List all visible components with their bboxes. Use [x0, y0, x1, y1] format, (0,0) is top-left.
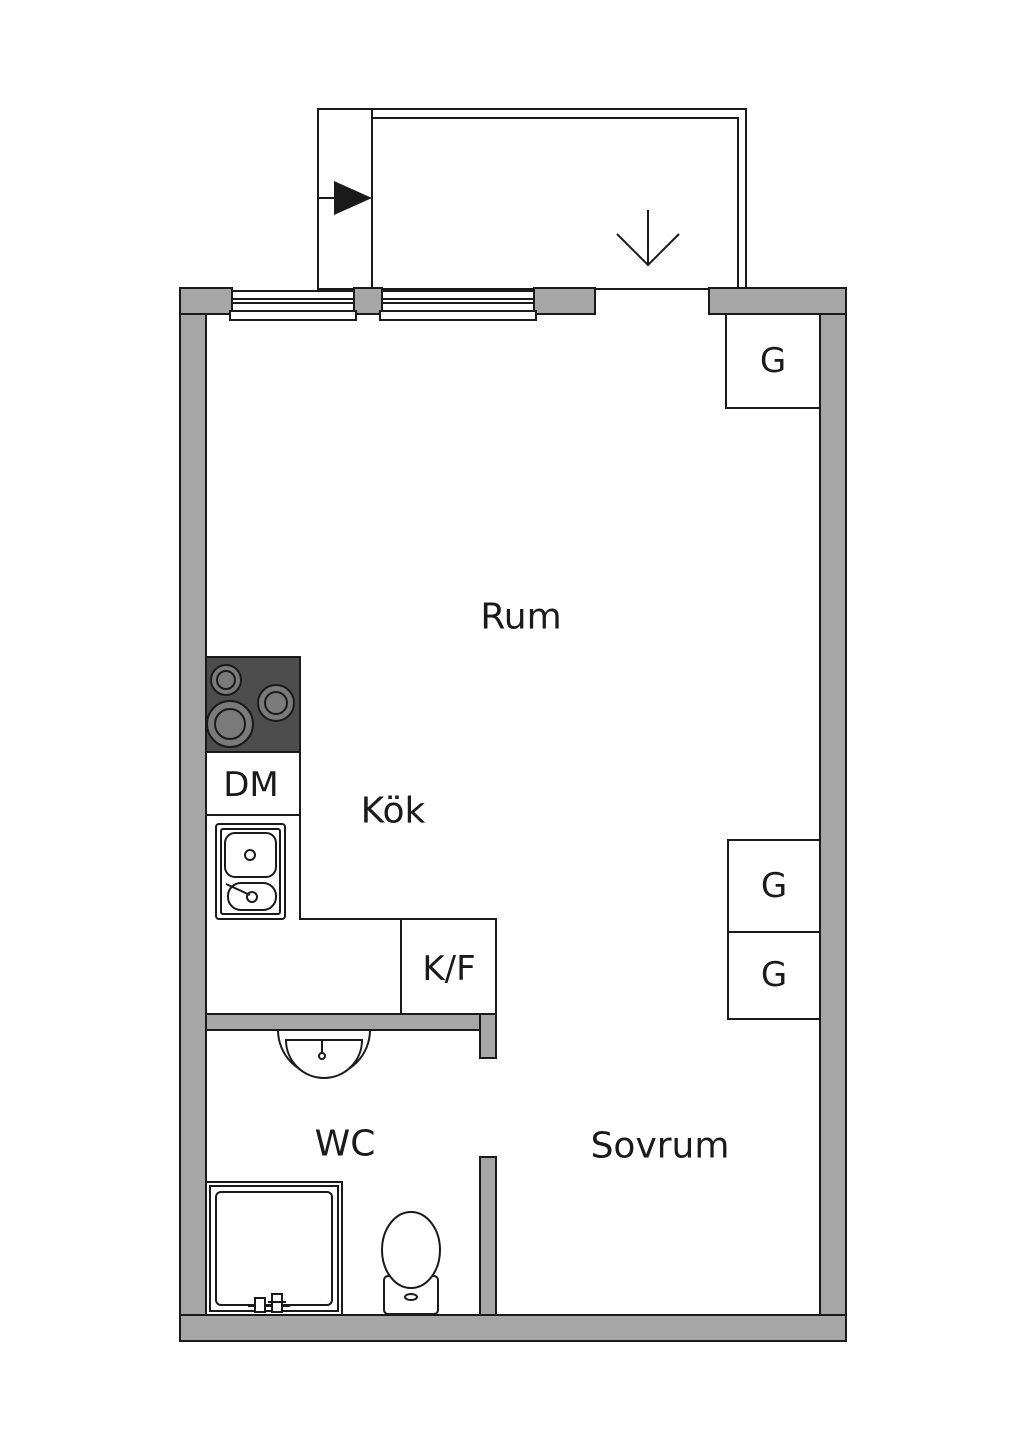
wardrobe-label: G: [761, 955, 787, 995]
kitchen-sink: [215, 823, 286, 920]
wardrobe-label: G: [761, 866, 787, 906]
wardrobe-middle: G: [727, 839, 821, 933]
interior-walls: [205, 1013, 497, 1316]
outer-walls: [179, 287, 847, 1342]
room-label-rum: Rum: [480, 597, 561, 638]
stove-burner-large: [206, 700, 254, 748]
window-left: [229, 290, 357, 321]
window-right: [379, 290, 537, 321]
wardrobe-bottom: G: [727, 931, 821, 1020]
entrance-arrow: [616, 210, 680, 267]
room-label-wc: WC: [315, 1124, 376, 1165]
fridge-freezer-label: K/F: [422, 949, 475, 989]
dishwasher-label: DM: [223, 765, 279, 805]
room-label-sovrum: Sovrum: [591, 1126, 730, 1167]
room-label-kok: Kök: [361, 791, 426, 832]
stove: [205, 656, 301, 753]
balcony-door-arrow: [318, 181, 372, 215]
toilet: [381, 1211, 441, 1315]
stove-burner-medium: [257, 684, 295, 722]
fridge-freezer: K/F: [400, 918, 497, 1015]
shower: [205, 1181, 343, 1316]
wardrobe-top: G: [725, 313, 821, 409]
balcony: [317, 108, 747, 290]
washbasin: [276, 1029, 372, 1079]
stove-burner-small: [210, 664, 242, 696]
wardrobe-label: G: [760, 341, 786, 381]
